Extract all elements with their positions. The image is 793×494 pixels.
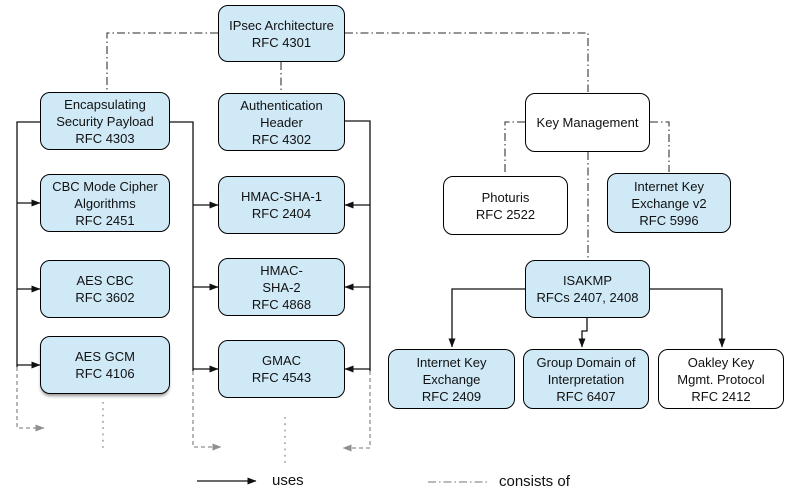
edge-left-bus-more [16, 367, 45, 432]
legend-consists-label: consists of [499, 473, 570, 490]
edge-key-management-to-ikev2 [650, 121, 670, 172]
edge-esp-left-bus [16, 121, 40, 367]
edge-key-management-to-photuris [504, 121, 525, 175]
edge-esp-right-bus [170, 121, 194, 371]
edge-mid-bus-more [192, 371, 222, 451]
edge-isakmp-to-gdoi [578, 318, 588, 348]
edge-right-bus-more [342, 371, 371, 452]
edge-isakmp-to-oakley [650, 288, 726, 348]
legend-uses-label: uses [272, 472, 304, 489]
edge-ipsec-to-key-management [345, 32, 589, 92]
edge-ah-right-bus [345, 120, 371, 371]
edge-ipsec-to-esp [106, 32, 218, 91]
edge-isakmp-to-ike [448, 288, 525, 348]
